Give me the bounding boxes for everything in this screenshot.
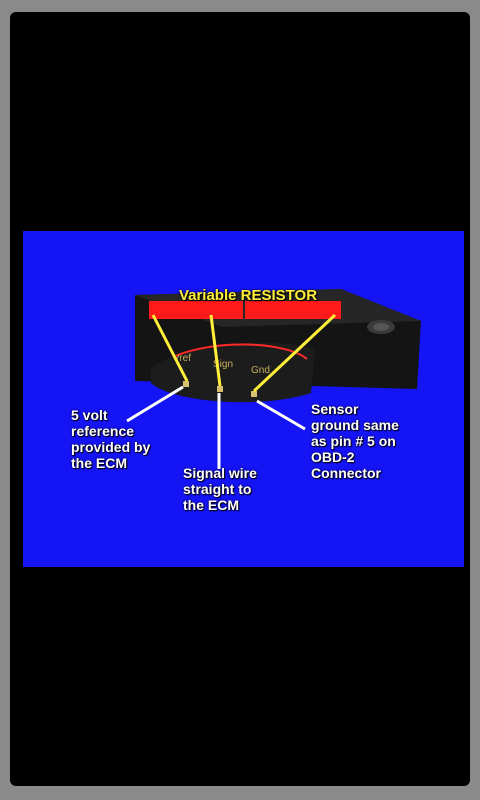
pin-label-sign: Sign — [213, 359, 233, 370]
pin-label-gnd: Gnd — [251, 365, 270, 376]
volt-reference-caption: 5 volt reference provided by the ECM — [71, 407, 151, 471]
resistor-pointers — [151, 313, 337, 393]
callout-lines — [126, 385, 306, 469]
resistor-bar-right — [245, 301, 341, 319]
sensor-diagram: Vref Sign Gnd — [126, 289, 421, 469]
sensor-ground-caption: Sensor ground same as pin # 5 on OBD-2 C… — [311, 401, 399, 481]
pin-label-vref: Vref — [173, 353, 191, 364]
signal-wire-caption: Signal wire straight to the ECM — [183, 465, 257, 513]
variable-resistor-title: Variable RESISTOR — [178, 287, 318, 304]
screen-frame: Vref Sign Gnd — [10, 12, 470, 786]
resistor-bar-left — [149, 301, 243, 319]
video-frame[interactable]: Vref Sign Gnd — [23, 231, 464, 567]
